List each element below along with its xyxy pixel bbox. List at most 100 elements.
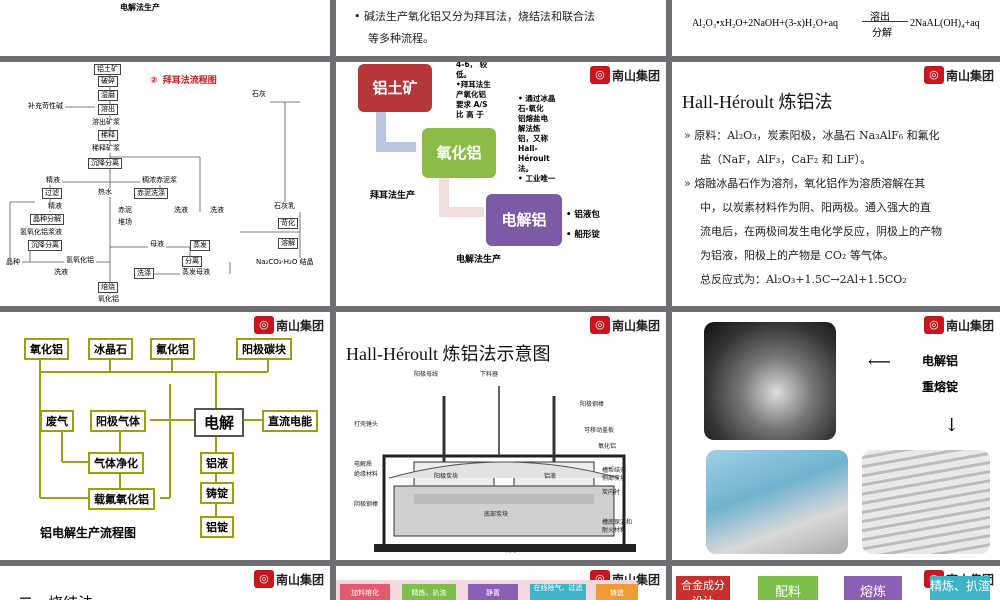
- bayer-label: 拜耳法生产: [370, 191, 416, 201]
- electrolytic-cell-diagram: 阳极母线 下料器 阳极钢棒 打壳锤头 可移动盖板 氧化铝 电解质 绝缘材料 阳极…: [354, 366, 654, 556]
- slide-title: 二、烧结法: [18, 592, 93, 600]
- flow-node: 精液: [46, 202, 64, 211]
- svg-text:炭内衬: 炭内衬: [602, 488, 620, 496]
- svg-text:槽帮结壳: 槽帮结壳: [602, 466, 626, 474]
- equation: Al₂O₃•xH₂O+2NaOH+(3-x)H₂O+aq 溶出 分解 2NaAL…: [692, 12, 980, 39]
- slide-thumbnail-1[interactable]: 电解法生产: [0, 0, 330, 56]
- flow-node: 稠浓赤泥浆: [140, 176, 179, 185]
- flow-node: 热水: [96, 188, 114, 197]
- svg-text:耐火材料: 耐火材料: [602, 526, 626, 534]
- flow-node: 稀释: [98, 130, 118, 141]
- dc-power: 直流电能: [262, 410, 318, 432]
- flow-node: 堆场: [116, 218, 134, 227]
- aluminum-ingot: 铝锭: [200, 516, 234, 538]
- flow-node: 石灰乳: [272, 202, 297, 211]
- arrow-left-icon: ⟵: [868, 352, 891, 371]
- slide-thumbnail-hall-heroult[interactable]: ◎ 南山集团 Hall-Héroult 炼铝法 » 原料：Al₂O₃，炭素阳极，…: [672, 62, 1000, 306]
- svg-text:铝液: 铝液: [544, 472, 556, 480]
- flow-node: 苛化: [278, 218, 298, 229]
- slide-thumbnail-process-overview[interactable]: ◎ 南山集团 铝土矿 氧化铝 电解铝 拜耳法生产 电解法生产 4-6， 较低。•…: [336, 62, 666, 306]
- slide-thumbnail-cell-diagram[interactable]: ◎ 南山集团 Hall-Héroult 炼铝法示意图 阳极母线 下料器 阳极钢棒…: [336, 312, 666, 560]
- step-chip: 加料熔化: [340, 584, 390, 600]
- bullet-text: • 碱法生产氧化铝又分为拜耳法，烧结法和联合法 等多种流程。: [354, 10, 595, 45]
- flow-node: 晶种: [4, 258, 22, 267]
- company-logo: ◎ 南山集团: [589, 66, 660, 84]
- flow-node: 分离: [182, 256, 202, 267]
- company-logo: ◎ 南山集团: [923, 316, 994, 334]
- svg-text:阳极炭块: 阳极炭块: [434, 472, 458, 480]
- flow-node: 蒸发: [190, 240, 210, 251]
- flow-node: 氢氧化铝: [64, 256, 96, 265]
- slide-thumbnail-alloy-steps[interactable]: ◎ 南山集团 合金成分设计 配料 熔炼 精炼、扒渣: [672, 566, 1000, 600]
- svg-text:槽底保温和: 槽底保温和: [602, 518, 632, 526]
- gas-purification: 气体净化: [88, 452, 144, 474]
- flow-node: 洗液: [172, 206, 190, 215]
- flow-node: 湿磨: [98, 90, 118, 101]
- flow-node: 沉降分离: [88, 158, 122, 169]
- waste-gas: 废气: [40, 410, 74, 432]
- slide-thumbnail-bayer-flow[interactable]: ② 拜耳法流程图 铝土矿 破碎 湿磨 溶出 溶出矿浆: [0, 62, 330, 306]
- flow-node: 溶出矿浆: [90, 118, 122, 127]
- svg-text:阳极钢棒: 阳极钢棒: [580, 400, 604, 408]
- input-anode-carbon: 阳极碳块: [236, 338, 292, 360]
- logo-icon: ◎: [589, 66, 610, 84]
- flow-node: 稀释矿浆: [90, 144, 122, 153]
- input-alumina: 氧化铝: [24, 338, 69, 360]
- slide-thumbnail-3[interactable]: Al₂O₃•xH₂O+2NaOH+(3-x)H₂O+aq 溶出 分解 2NaAL…: [672, 0, 1000, 56]
- flow-node: 破碎: [98, 76, 118, 87]
- flow-caption: 铝电解生产流程图: [40, 526, 137, 540]
- flow-node: Na₂CO₃·H₂O 结晶: [254, 258, 316, 267]
- bauxite-box: 铝土矿: [358, 64, 432, 112]
- input-aluminum-fluoride: 氟化铝: [150, 338, 195, 360]
- arrow-down-icon: ↓: [944, 415, 960, 436]
- step-chip: 铸造: [596, 584, 638, 600]
- flow-node: 洗液: [52, 268, 70, 277]
- slide-thumbnail-casting-steps[interactable]: ◎ 南山集团 加料熔化 精炼、扒渣 静置 在线除气、过滤 铸造: [336, 566, 666, 600]
- svg-text:侧部炭块: 侧部炭块: [602, 474, 626, 482]
- svg-text:可移动盖板: 可移动盖板: [584, 426, 614, 434]
- slide-title: Hall-Héroult 炼铝法: [682, 92, 833, 112]
- logo-icon: ◎: [923, 316, 944, 334]
- flow-node: 焙烧: [98, 282, 118, 293]
- svg-text:绝缘材料: 绝缘材料: [354, 470, 378, 478]
- logo-icon: ◎: [253, 570, 274, 588]
- raw-material-text: » 原料：Al₂O₃，炭素阳极，冰晶石 Na₃AlF₆ 和氟化 盐（NaF，Al…: [684, 129, 942, 286]
- label-remelt-ingot: 重熔锭: [922, 380, 959, 394]
- flow-node: 铝土矿: [94, 64, 121, 75]
- electrolysis-label: 电解法生产: [456, 255, 502, 265]
- output-liquid: • 铝液包: [566, 210, 600, 220]
- slide-thumbnail-photos[interactable]: ◎ 南山集团 ⟵ 电解铝 重熔锭 ↓: [672, 312, 1000, 560]
- slide-thumbnail-electrolysis-flow[interactable]: ◎ 南山集团 氧化铝 冰晶石 氟化铝 阳极碳块 废气 阳极气体: [0, 312, 330, 560]
- slide-label: 电解法生产: [120, 3, 160, 12]
- company-logo: ◎ 南山集团: [253, 570, 324, 588]
- flow-node: 赤泥: [116, 206, 134, 215]
- svg-text:下料器: 下料器: [480, 370, 498, 378]
- logo-icon: ◎: [253, 316, 274, 334]
- flow-node: 石灰: [250, 90, 268, 99]
- slide-thumbnail-sintering[interactable]: ◎ 南山集团 二、烧结法: [0, 566, 330, 600]
- flow-node: 过滤: [42, 188, 62, 199]
- svg-text:氧化铝: 氧化铝: [598, 442, 616, 450]
- alumina-box: 氧化铝: [422, 128, 496, 178]
- svg-text:阳极母线: 阳极母线: [414, 370, 438, 378]
- input-cryolite: 冰晶石: [88, 338, 133, 360]
- company-logo: ◎ 南山集团: [923, 66, 994, 84]
- aluminum-liquid: 铝液: [200, 452, 234, 474]
- flow-node: 赤泥洗涤: [134, 188, 168, 199]
- flow-node: 蒸发母液: [180, 268, 212, 277]
- output-ingot: • 船形锭: [566, 230, 600, 240]
- svg-text:打壳锤头: 打壳锤头: [354, 420, 378, 428]
- step-chip: 静置: [468, 584, 518, 600]
- step-chip: 合金成分设计: [676, 576, 730, 600]
- ingot-stack-photo: [862, 450, 990, 554]
- svg-text:底部炭块: 底部炭块: [484, 510, 508, 518]
- flow-node: 洗液: [208, 206, 226, 215]
- flow-node: 溶解: [278, 238, 298, 249]
- flow-node: 氧化铝: [96, 295, 121, 304]
- slide-thumbnail-2[interactable]: • 碱法生产氧化铝又分为拜耳法，烧结法和联合法 等多种流程。: [336, 0, 666, 56]
- flow-node: 母液: [148, 240, 166, 249]
- slide-title: Hall-Héroult 炼铝法示意图: [346, 344, 551, 364]
- svg-text:电解质: 电解质: [354, 460, 372, 468]
- flow-lines: [39, 352, 269, 516]
